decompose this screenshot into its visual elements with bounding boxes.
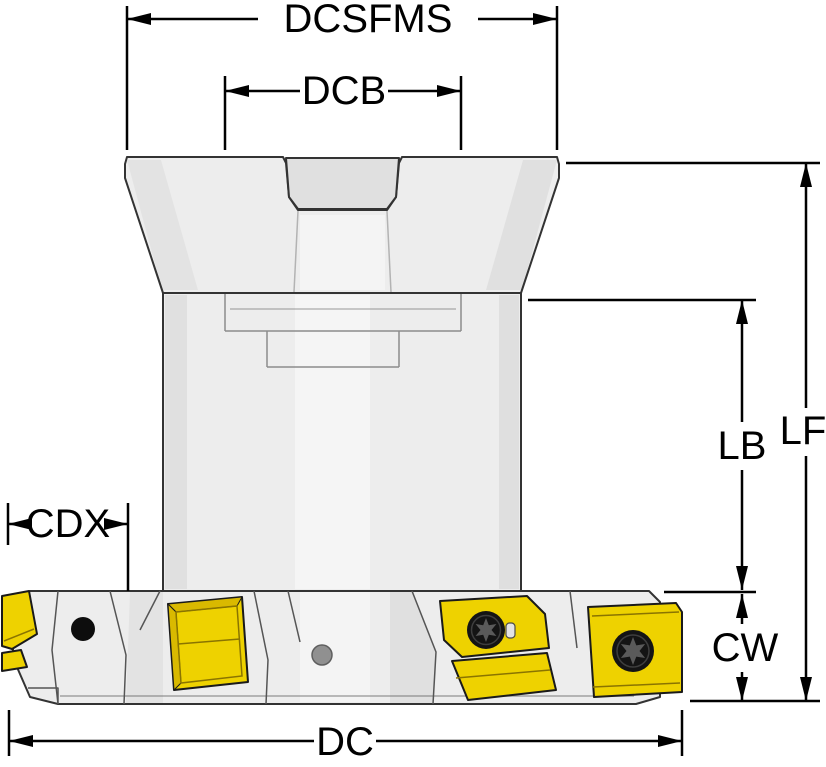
insert-face-cluster	[439, 595, 557, 701]
dim-cdx: CDX	[6, 502, 130, 591]
label-cdx: CDX	[26, 502, 110, 546]
dim-dc: DC	[7, 710, 684, 764]
dimensions: DCSFMS DCB LF	[6, 0, 826, 764]
label-dcsfms: DCSFMS	[284, 0, 453, 41]
arrow-down-icon	[736, 677, 748, 701]
arrow-down-icon	[736, 566, 748, 590]
flange-shading	[127, 160, 557, 290]
arrow-right-icon	[658, 735, 682, 747]
insert-far-left-tip	[1, 649, 28, 672]
coolant-slot	[505, 622, 516, 639]
tool-body	[162, 292, 522, 592]
arrow-right-icon	[437, 85, 461, 97]
insert-far-left-face	[1, 590, 38, 650]
label-dc: DC	[316, 720, 374, 764]
cutter-head-details	[28, 590, 634, 705]
dim-dcb: DCB	[223, 69, 463, 150]
arrow-down-icon	[800, 677, 812, 701]
center-hole	[311, 644, 333, 666]
label-dcb: DCB	[302, 69, 386, 113]
arrow-up-icon	[800, 163, 812, 187]
arrow-up-icon	[736, 594, 748, 618]
arbor-boss-contours	[224, 294, 462, 368]
cutter-head-shading	[126, 592, 436, 703]
torx-screw-face-ring	[470, 614, 502, 646]
insert-face-flank	[451, 652, 557, 701]
label-cw: CW	[712, 626, 779, 670]
mounting-slot	[285, 157, 400, 210]
tool-body-shading	[165, 295, 519, 589]
arrow-left-icon	[9, 735, 33, 747]
dim-dcsfms: DCSFMS	[125, 0, 559, 150]
slot-through-contours	[293, 210, 392, 293]
tool-drawing	[1, 156, 683, 705]
arrow-right-icon	[104, 518, 128, 530]
arrow-left-icon	[127, 13, 151, 25]
insert-far-left	[1, 590, 38, 672]
label-lf: LF	[780, 409, 826, 453]
clamp-hole-left	[71, 617, 95, 641]
label-lb: LB	[718, 424, 767, 468]
arrow-right-icon	[533, 13, 557, 25]
dim-cw: CW	[712, 594, 779, 701]
insert-right	[587, 602, 683, 698]
torx-recess-right-icon	[620, 637, 646, 665]
torx-recess-face-icon	[475, 618, 497, 642]
arrow-left-icon	[225, 85, 249, 97]
arrow-left-icon	[8, 518, 32, 530]
torx-screw-right-ring	[616, 634, 650, 668]
dim-lf: LF	[566, 161, 826, 703]
dim-lb: LB	[528, 298, 767, 594]
arrow-up-icon	[736, 300, 748, 324]
insert-front	[166, 596, 249, 692]
